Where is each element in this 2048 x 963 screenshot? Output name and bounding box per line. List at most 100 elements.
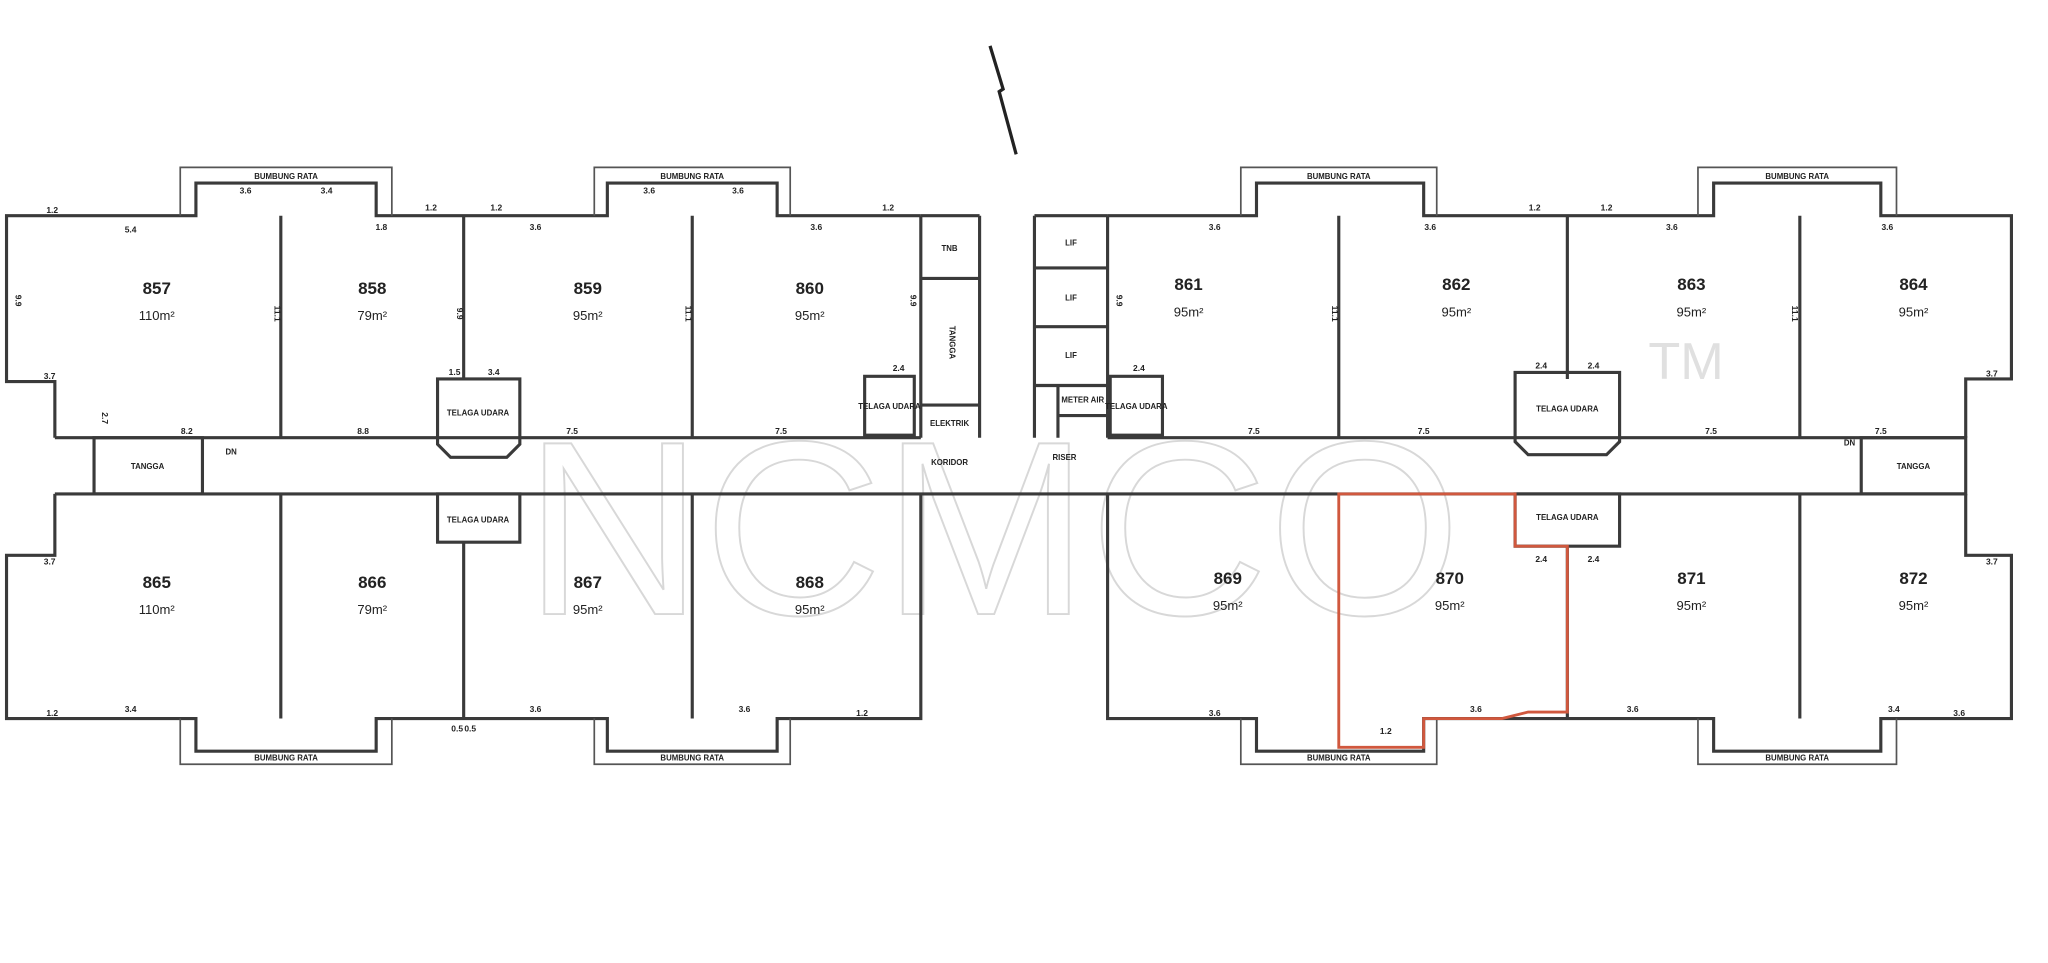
unit-area: 79m²	[357, 308, 387, 323]
dimension-label: 3.4	[321, 186, 333, 196]
dimension-label: 1.2	[425, 202, 437, 212]
unit-number: 859	[574, 279, 602, 298]
air-well-labels: TELAGA UDARA TELAGA UDARA TELAGA UDARA T…	[447, 402, 1599, 525]
stairs-core-label: TANGGA	[948, 326, 957, 360]
svg-text:BUMBUNG RATA: BUMBUNG RATA	[1765, 753, 1829, 762]
dimension-label: 2.4	[1535, 361, 1547, 371]
unit-area: 95m²	[795, 602, 825, 617]
unit-865[interactable]: 865 110m²	[139, 573, 176, 617]
unit-number: 861	[1174, 275, 1202, 294]
unit-number: 866	[358, 573, 386, 592]
dimension-label: 9.9	[1115, 295, 1125, 307]
dimension-label: 9.9	[14, 295, 24, 307]
dimension-label: 8.8	[357, 426, 369, 436]
dimension-label: 7.5	[566, 426, 578, 436]
dimension-label: 3.7	[44, 371, 56, 381]
flat-roof-outline	[1239, 718, 1898, 766]
unit-870-highlight	[1337, 492, 1569, 749]
unit-869[interactable]: 869 95m²	[1213, 569, 1243, 613]
dimension-label: 3.6	[530, 222, 542, 232]
air-well	[435, 377, 522, 459]
unit-870[interactable]: 870 95m²	[1435, 569, 1465, 613]
dimension-label: 3.4	[125, 704, 137, 714]
unit-number: 863	[1677, 275, 1705, 294]
dimension-label: 2.4	[1535, 554, 1547, 564]
dimension-label: 3.6	[1209, 708, 1221, 718]
unit-area: 95m²	[1435, 598, 1465, 613]
dimension-label: 1.2	[1380, 726, 1392, 736]
unit-area: 110m²	[139, 308, 176, 323]
dimension-label: 3.6	[1424, 222, 1436, 232]
stairs-label: TANGGA	[131, 462, 165, 471]
stairs-left	[92, 436, 205, 496]
unit-area: 95m²	[795, 308, 825, 323]
unit-number: 857	[143, 279, 171, 298]
left-block-bottom-wall	[4, 493, 923, 753]
dimension-label: 3.6	[1881, 222, 1893, 232]
dimension-label: 1.2	[882, 202, 894, 212]
dimension-label: 1.2	[46, 205, 58, 215]
unit-860[interactable]: 860 95m²	[795, 279, 825, 323]
tnb-label: TNB	[942, 244, 958, 253]
dimension-label: 2.4	[1588, 361, 1600, 371]
svg-text:BUMBUNG RATA: BUMBUNG RATA	[660, 753, 724, 762]
watermark-trademark: TM	[1648, 333, 1723, 391]
dimension-label: 1.2	[1529, 202, 1541, 212]
riser-label: RISER	[1053, 453, 1077, 462]
air-well	[863, 374, 916, 437]
flat-roof-outline	[1239, 166, 1898, 216]
dimension-label: 7.5	[775, 426, 787, 436]
dimension-label: 3.4	[1888, 704, 1900, 714]
unit-863[interactable]: 863 95m²	[1677, 275, 1707, 319]
svg-text:TELAGA UDARA: TELAGA UDARA	[1536, 405, 1599, 414]
dimension-label: 3.4	[488, 367, 500, 377]
unit-number: 865	[143, 573, 171, 592]
unit-number: 862	[1442, 275, 1470, 294]
dimension-label: 3.7	[1986, 368, 1998, 378]
air-well	[435, 492, 522, 544]
unit-868[interactable]: 868 95m²	[795, 573, 825, 617]
dimension-label: 1.2	[46, 708, 58, 718]
unit-area: 95m²	[1213, 598, 1243, 613]
service-core	[920, 214, 1108, 438]
dimension-label: 8.2	[181, 426, 193, 436]
unit-number: 860	[796, 279, 824, 298]
dimension-label: 3.6	[1627, 704, 1639, 714]
unit-area: 95m²	[1677, 304, 1707, 319]
dimension-label: 11.1	[1330, 306, 1340, 322]
unit-number: 870	[1436, 569, 1464, 588]
north-arrow-icon	[988, 45, 1018, 155]
unit-number: 868	[796, 573, 824, 592]
unit-area: 95m²	[573, 602, 603, 617]
dimension-label: 11.1	[272, 306, 282, 322]
svg-text:TELAGA UDARA: TELAGA UDARA	[447, 516, 510, 525]
right-block-bottom-wall	[1106, 493, 2013, 753]
dimension-label: 9.9	[455, 308, 465, 320]
dimension-label: 1.5	[449, 367, 461, 377]
unit-857[interactable]: 857 110m²	[139, 279, 176, 323]
svg-text:TELAGA UDARA: TELAGA UDARA	[1536, 513, 1599, 522]
svg-text:BUMBUNG RATA: BUMBUNG RATA	[254, 172, 318, 181]
lift-label: LIF	[1065, 351, 1077, 360]
dimension-label: 3.6	[810, 222, 822, 232]
unit-area: 110m²	[139, 602, 176, 617]
dimension-label: 2.4	[1133, 363, 1145, 373]
dimension-label: 2.7	[100, 412, 110, 424]
svg-text:BUMBUNG RATA: BUMBUNG RATA	[660, 172, 724, 181]
flat-roof-outline	[179, 166, 792, 216]
unit-number: 869	[1214, 569, 1242, 588]
svg-text:BUMBUNG RATA: BUMBUNG RATA	[1307, 172, 1371, 181]
flat-roof-outline	[179, 718, 792, 766]
unit-labels: 857110m²85879m²85995m²86095m²86195m²8629…	[139, 275, 1929, 617]
dimension-label: 3.7	[44, 556, 56, 566]
